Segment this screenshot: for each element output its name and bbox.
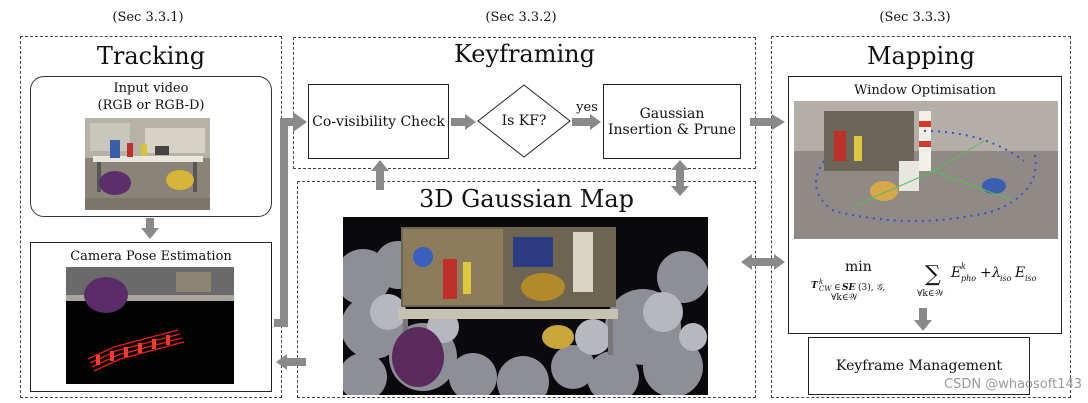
mapping-panel <box>771 36 1071 398</box>
covisibility-check-box: Co-visibility Check <box>308 84 449 159</box>
input-video-box <box>30 76 272 217</box>
mapping-section-ref: (Sec 3.3.3) <box>879 10 951 25</box>
svg-text:CW: CW <box>819 285 832 293</box>
tracking-title: Tracking <box>96 42 206 70</box>
iskf-to-gaussian-arrow <box>572 114 601 130</box>
optimisation-formula: min T k CW ∈ SE (3), 𝒢, ∀k∈𝒲 ∑ ∀k∈𝒲 E k … <box>811 259 1037 303</box>
gaussian-map-panel <box>297 181 756 398</box>
keyframing-section-ref: (Sec 3.3.2) <box>485 10 557 25</box>
svg-text:k: k <box>961 262 966 271</box>
svg-text:min: min <box>845 259 872 275</box>
keyframing-to-mapping-arrow <box>750 114 785 130</box>
watermark: CSDN @whaosoft143 <box>944 377 1082 392</box>
svg-text:pho: pho <box>961 274 976 283</box>
svg-text:iso: iso <box>1000 274 1012 283</box>
map-to-covis-arrow <box>371 160 389 190</box>
gaussian-insertion-box: Gaussian Insertion & Prune <box>603 84 741 159</box>
svg-text:∀k∈𝒲: ∀k∈𝒲 <box>831 293 860 303</box>
input-video-label-line1: Input video <box>113 81 189 96</box>
tracking-to-keyframing-arrow <box>274 112 307 327</box>
iskf-label: Is KF? <box>501 113 547 129</box>
svg-text:E: E <box>1014 265 1025 281</box>
svg-text:T: T <box>811 281 819 291</box>
camera-pose-box <box>30 242 272 392</box>
gaussian-map-double-arrow <box>671 160 689 196</box>
gaussian-map-image <box>343 217 708 395</box>
window-optimisation-image <box>794 101 1058 239</box>
camera-pose-image <box>66 267 234 384</box>
svg-text:λ: λ <box>991 265 1001 281</box>
svg-text:SE: SE <box>842 283 855 293</box>
map-mapping-double-arrow <box>741 254 785 270</box>
svg-text:k: k <box>819 278 823 286</box>
svg-text:+: + <box>980 265 992 281</box>
window-optimisation-box <box>788 76 1062 334</box>
svg-text:∑: ∑ <box>925 262 941 287</box>
window-to-keyframe-mgmt-arrow <box>914 308 932 331</box>
svg-text:iso: iso <box>1025 274 1037 283</box>
window-optimisation-label: Window Optimisation <box>854 83 996 98</box>
input-video-label-line2: (RGB or RGB-D) <box>97 98 205 113</box>
svg-text:∈: ∈ <box>834 283 841 293</box>
keyframing-panel <box>293 37 756 169</box>
camera-pose-label: Camera Pose Estimation <box>70 249 232 264</box>
mapping-title: Mapping <box>866 42 976 70</box>
keyframe-management-label: Keyframe Management <box>835 358 1002 374</box>
covisibility-check-label: Co-visibility Check <box>312 113 445 130</box>
svg-text:(3),: (3), <box>858 282 874 293</box>
input-video-image <box>85 118 210 210</box>
input-to-pose-arrow <box>141 218 159 239</box>
gaussian-insertion-line2: Insertion & Prune <box>607 121 737 138</box>
keyframe-management-box: Keyframe Management <box>808 337 1030 395</box>
yes-label: yes <box>576 100 598 115</box>
map-to-tracking-arrow <box>276 354 306 370</box>
keyframing-title: Keyframing <box>454 40 595 68</box>
svg-text:∀k∈𝒲: ∀k∈𝒲 <box>917 289 946 299</box>
gaussian-insertion-line1: Gaussian <box>639 105 705 122</box>
gaussian-map-title: 3D Gaussian Map <box>418 185 635 213</box>
svg-text:E: E <box>950 265 961 281</box>
iskf-diamond <box>477 84 571 158</box>
svg-text:𝒢,: 𝒢, <box>876 283 885 293</box>
covis-to-iskf-arrow <box>451 114 476 130</box>
tracking-section-ref: (Sec 3.3.1) <box>112 10 184 25</box>
